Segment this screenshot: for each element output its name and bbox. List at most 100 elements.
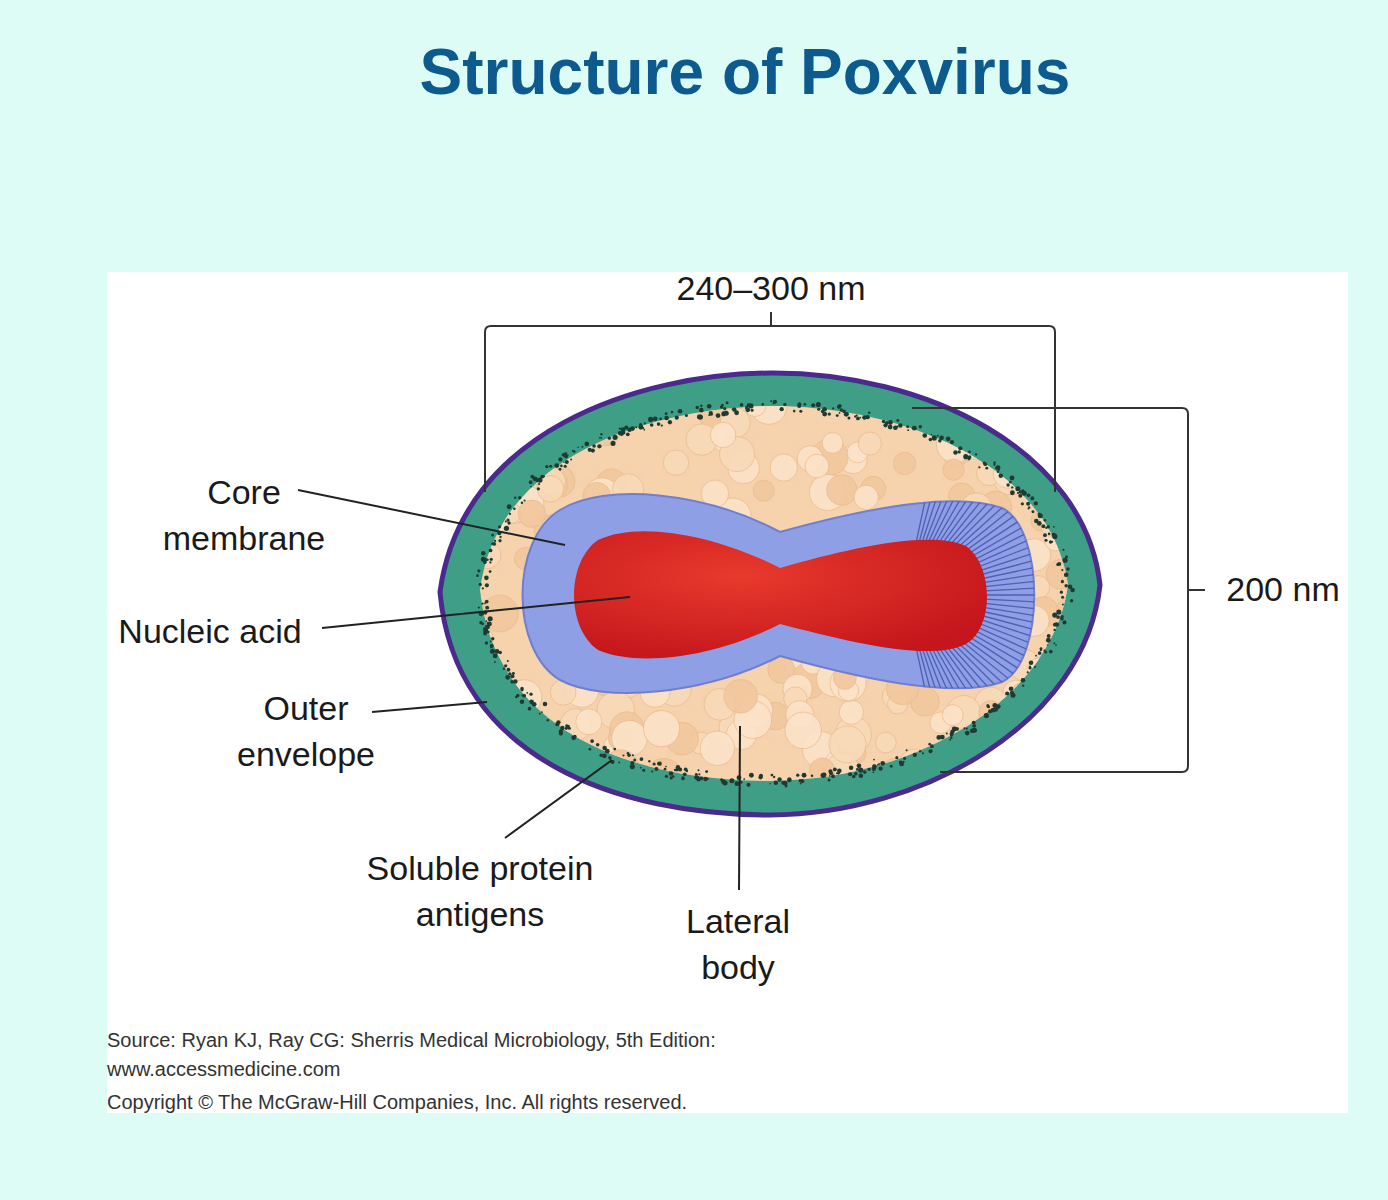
antigen-dot (488, 616, 493, 621)
lateral-body-bump (554, 738, 592, 776)
antigen-dot (893, 425, 898, 430)
antigen-dot (1070, 599, 1073, 602)
lateral-body-bump (724, 679, 757, 712)
antigen-dot (481, 602, 483, 604)
antigen-dot (640, 767, 642, 769)
lateral-body-bump (894, 452, 916, 474)
nucleic-acid (574, 531, 987, 658)
antigen-dot (664, 768, 667, 771)
antigen-dot (735, 781, 740, 786)
antigen-dot (485, 620, 487, 622)
antigen-dot (770, 774, 773, 777)
antigen-dot (1009, 686, 1014, 691)
antigen-dot (1046, 638, 1051, 643)
antigen-dot (630, 761, 634, 765)
antigen-dot (972, 724, 976, 728)
antigen-dot (559, 468, 562, 471)
lateral-body-bump (580, 399, 610, 429)
antigen-dot (570, 458, 572, 460)
antigen-dot (597, 444, 601, 448)
antigen-dot (946, 436, 951, 441)
antigen-dot (640, 427, 642, 429)
antigen-dot (930, 744, 934, 748)
antigen-dot (769, 783, 771, 785)
antigen-dot (494, 661, 496, 663)
antigen-dot (787, 778, 792, 783)
antigen-dot (664, 416, 669, 421)
lateral-body-bump (524, 734, 558, 768)
antigen-dot (773, 400, 777, 404)
antigen-dot (653, 762, 656, 765)
antigen-dot (993, 464, 995, 466)
antigen-dot (858, 768, 863, 773)
antigen-dot (1060, 591, 1063, 594)
antigen-dot (872, 767, 876, 771)
antigen-dot (1068, 586, 1070, 588)
antigen-dot (1040, 647, 1043, 650)
lateral-body-bump (879, 758, 914, 793)
antigen-dot (705, 770, 708, 773)
antigen-dot (1022, 678, 1025, 681)
antigen-dot (563, 462, 565, 464)
antigen-dot (1048, 533, 1051, 536)
antigen-dot (1061, 580, 1063, 582)
lateral-body-bump (992, 457, 1029, 494)
antigen-dot (672, 775, 675, 778)
antigen-dot (774, 781, 779, 786)
lateral-body-bump (984, 724, 1020, 760)
antigen-dot (661, 424, 663, 426)
antigen-dot (966, 728, 968, 730)
lateral-body-bump (476, 734, 509, 767)
antigen-dot (522, 694, 526, 698)
antigen-dot (684, 768, 688, 772)
antigen-dot (1053, 642, 1055, 644)
antigen-dot (732, 408, 734, 410)
lateral-body-bump (827, 475, 857, 505)
antigen-dot (490, 644, 494, 648)
antigen-dot (658, 762, 662, 766)
antigen-dot (514, 497, 516, 499)
antigen-dot (494, 540, 496, 542)
part-label: Soluble protein antigens (335, 846, 625, 938)
antigen-dot (749, 773, 754, 778)
antigen-dot (821, 410, 824, 413)
antigen-dot (913, 753, 917, 757)
antigen-dot (1026, 502, 1030, 506)
antigen-dot (743, 778, 745, 780)
antigen-dot (802, 773, 807, 778)
antigen-dot (903, 757, 906, 760)
antigen-dot (558, 457, 562, 461)
antigen-dot (608, 436, 611, 439)
antigen-dot (505, 520, 507, 522)
antigen-dot (796, 773, 799, 776)
antigen-dot (669, 771, 674, 776)
antigen-dot (1062, 620, 1066, 624)
lateral-body-bump (1036, 666, 1073, 703)
antigen-dot (709, 412, 712, 415)
antigen-dot (484, 576, 489, 581)
antigen-dot (1029, 666, 1032, 669)
antigen-dot (880, 761, 885, 766)
lateral-body-bump (1029, 398, 1063, 432)
antigen-dot (533, 476, 538, 481)
antigen-dot (491, 534, 494, 537)
antigen-dot (640, 757, 644, 761)
antigen-dot (958, 446, 962, 450)
lateral-body-bump (1003, 680, 1028, 705)
antigen-dot (508, 672, 511, 675)
antigen-dot (499, 536, 501, 538)
antigen-dot (868, 768, 871, 771)
antigen-dot (1045, 539, 1048, 542)
lateral-body-bump (1056, 598, 1078, 620)
antigen-dot (537, 478, 542, 483)
antigen-dot (1030, 496, 1034, 500)
antigen-dot (965, 731, 970, 736)
antigen-dot (618, 761, 620, 763)
antigen-dot (963, 454, 968, 459)
antigen-dot (856, 415, 858, 417)
lateral-body-bump (700, 731, 734, 765)
antigen-dot (707, 404, 712, 409)
antigen-dot (539, 713, 541, 715)
antigen-dot (882, 420, 885, 423)
antigen-dot (599, 437, 601, 439)
